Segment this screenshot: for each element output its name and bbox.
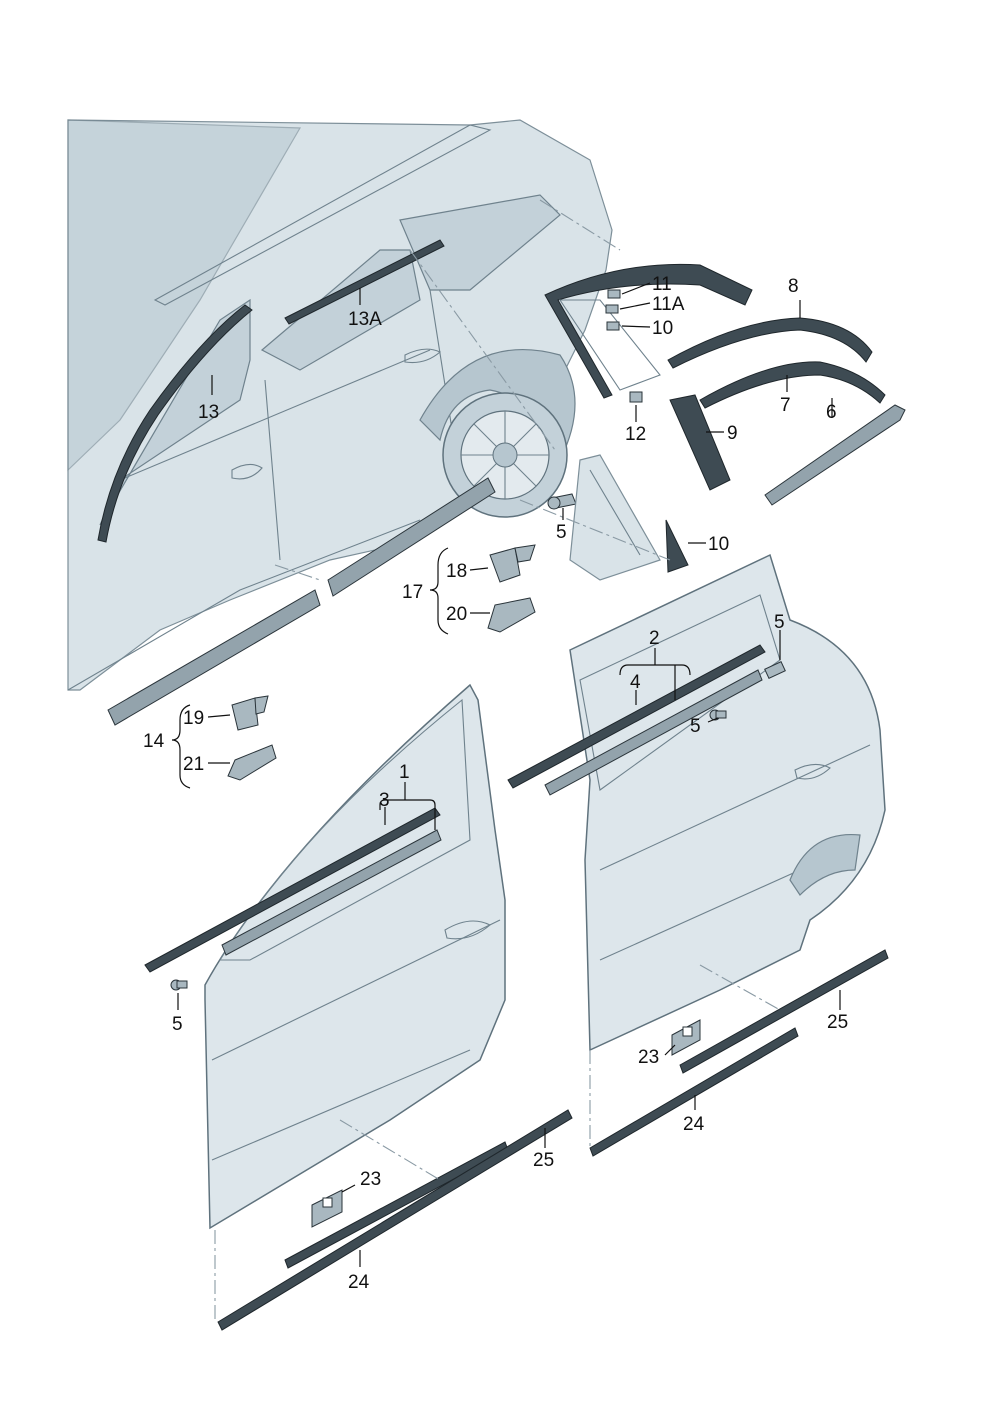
clip-5-front[interactable] xyxy=(170,979,188,991)
clip-13[interactable] xyxy=(607,289,621,299)
clip-5-rear[interactable] xyxy=(709,709,727,721)
callout-23-rear: 23 xyxy=(638,1047,659,1068)
trim-10[interactable] xyxy=(667,317,873,369)
trim-8[interactable] xyxy=(764,404,906,506)
callout-13a: 11A xyxy=(652,294,685,315)
callout-22-lower: 21 xyxy=(183,754,204,775)
callout-3: 3 xyxy=(379,790,390,811)
callout-20: 17 xyxy=(402,582,423,603)
callout-13: 11 xyxy=(652,274,672,295)
callout-11a: 10 xyxy=(708,534,729,555)
callout-19: 14 xyxy=(143,731,165,752)
rear-door-trim-25[interactable] xyxy=(679,949,889,1074)
callout-4: 4 xyxy=(630,672,641,693)
front-door-trim-3[interactable] xyxy=(144,807,441,973)
rear-door-trim-4[interactable] xyxy=(507,644,766,789)
front-door-trim-24[interactable] xyxy=(217,1109,573,1331)
trim-11a[interactable] xyxy=(665,519,689,573)
leader-lines xyxy=(171,282,841,1267)
clip-6[interactable] xyxy=(764,661,786,679)
trim-9[interactable] xyxy=(699,361,886,409)
rear-door-trim-outer[interactable] xyxy=(544,669,763,796)
clip-12[interactable] xyxy=(606,321,620,331)
callout-25-rear: 25 xyxy=(827,1012,848,1033)
vehicle-body xyxy=(67,119,613,691)
clip-21-lower[interactable] xyxy=(231,695,269,731)
rear-door xyxy=(569,553,886,1052)
emblem-23-rear[interactable] xyxy=(671,1019,701,1056)
callout-22-upper: 20 xyxy=(446,604,467,625)
callout-labels: 13 13A 11 11A 10 12 8 7 6 9 10 5 17 18 2… xyxy=(143,274,848,1293)
sill-trim-19[interactable] xyxy=(107,589,321,726)
front-door-trim-outer[interactable] xyxy=(221,829,442,956)
clip-22-lower[interactable] xyxy=(227,744,277,781)
trim-11[interactable] xyxy=(669,394,731,491)
callout-23-front: 23 xyxy=(360,1169,381,1190)
callout-10: 8 xyxy=(788,276,799,297)
clip-13a[interactable] xyxy=(605,304,619,314)
clip-21-upper[interactable] xyxy=(489,544,536,583)
callout-9: 7 xyxy=(780,395,791,416)
clip-22-upper[interactable] xyxy=(487,597,536,633)
assembly-lines xyxy=(214,199,781,1320)
callout-1: 1 xyxy=(399,762,410,783)
callout-14: 12 xyxy=(625,424,646,445)
callout-8: 6 xyxy=(826,402,837,423)
window-moulding-17[interactable] xyxy=(97,304,253,543)
callout-25-front: 25 xyxy=(533,1150,554,1171)
callout-24-front: 24 xyxy=(348,1272,370,1293)
emblem-23-front[interactable] xyxy=(311,1189,343,1228)
callout-6: 5 xyxy=(774,612,785,633)
callout-5-rear: 5 xyxy=(690,716,701,737)
callout-21-lower: 19 xyxy=(183,708,204,729)
callout-18: 13A xyxy=(348,309,382,330)
roof-trim-18[interactable] xyxy=(284,239,445,325)
callout-2: 2 xyxy=(649,628,660,649)
callout-11: 9 xyxy=(727,423,738,444)
rear-door-trim-24[interactable] xyxy=(589,1027,799,1157)
callout-7: 5 xyxy=(556,522,567,543)
b-pillar-detail xyxy=(569,454,661,581)
callout-17: 13 xyxy=(198,402,219,423)
callout-5-front: 5 xyxy=(172,1014,183,1035)
clip-14[interactable] xyxy=(629,391,643,403)
callout-12: 10 xyxy=(652,318,673,339)
callout-24-rear: 24 xyxy=(683,1114,705,1135)
callout-21-upper: 18 xyxy=(446,561,467,582)
sill-trim-20[interactable] xyxy=(327,477,496,597)
window-frame-trim[interactable] xyxy=(544,263,753,399)
